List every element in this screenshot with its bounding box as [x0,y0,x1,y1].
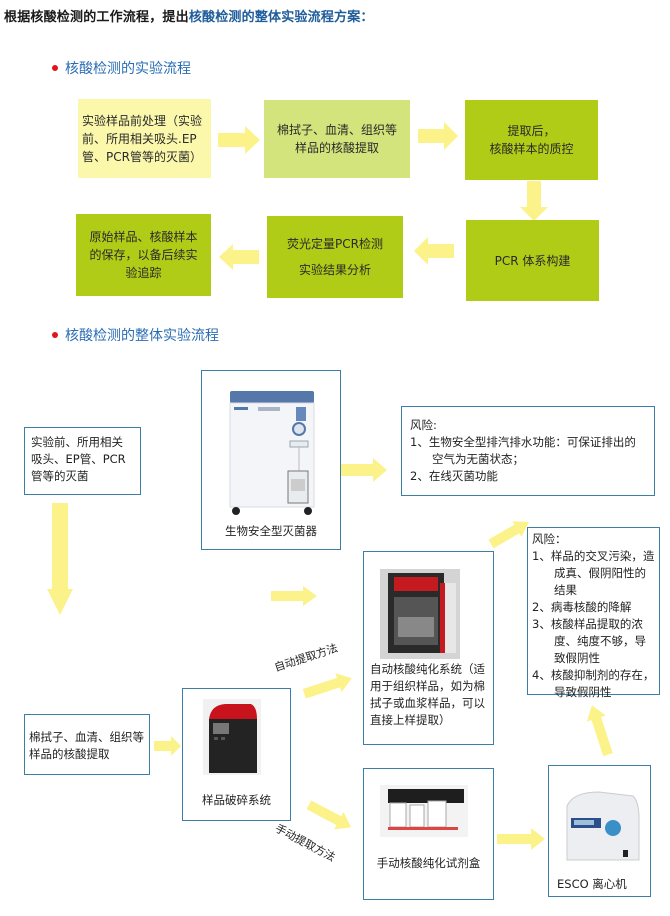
step-qpcr-line2: 实验结果分析 [298,263,371,277]
extraction-box-text: 棉拭子、血清、组织等样品的核酸提取 [29,730,144,761]
step-qc-line2: 核酸样本的质控 [489,142,574,156]
step-qpcr: 荧光定量PCR检测 实验结果分析 [267,216,403,298]
arrow-up-icon [582,702,617,758]
extraction-box: 棉拭子、血清、组织等样品的核酸提取 [24,714,150,775]
arrow-left-icon [219,244,259,270]
manual-kit-image [380,785,468,837]
risk-item: 4、核酸抑制剂的存在，导致假阴性 [532,668,655,699]
sterilizer-card: 生物安全型灭菌器 [201,370,341,550]
arrow-right-icon [304,796,356,836]
arrow-right-icon [154,736,181,756]
step-storage: 原始样品、核酸样本的保存，以备后续实验追踪 [76,214,211,296]
step-storage-text: 原始样品、核酸样本的保存，以备后续实验追踪 [89,230,198,280]
step-qc-line1: 提取后， [507,124,556,138]
heading-prefix: 根据核酸检测的工作流程，提出 [4,10,189,25]
step-pcr-build: PCR 体系构建 [466,220,599,301]
risk-item: 2、在线灭菌功能 [410,469,498,483]
step-pcr-build-text: PCR 体系构建 [494,253,571,268]
bullet-dot-icon [52,65,58,71]
risk-item: 2、病毒核酸的降解 [532,600,632,614]
risk-list: 1、生物安全型排汽排水功能：可保证排出的空气为无菌状态； 2、在线灭菌功能 [410,434,646,485]
risk-title: 风险: [410,418,437,432]
homogenizer-card: 样品破碎系统 [182,688,291,821]
arrow-right-icon [486,514,533,552]
bullet-dot-icon [52,332,58,338]
arrow-right-icon [271,586,317,606]
step-pretreatment: 实验样品前处理（实验前、所用相关吸头.EP管、PCR管等的灭菌） [78,99,211,178]
risk-list: 1、样品的交叉污染，造成真、假阴阳性的结果 2、病毒核酸的降解 3、核酸样品提取… [532,548,655,701]
centrifuge-caption: ESCO 离心机 [557,877,627,891]
risk-item: 1、生物安全型排汽排水功能：可保证排出的空气为无菌状态； [410,435,636,466]
centrifuge-image [563,788,641,866]
section-title-text: 核酸检测的实验流程 [65,61,191,77]
section-title-overall: 核酸检测的整体实验流程 [52,325,219,345]
manual-kit-card: 手动核酸纯化试剂盒 [363,768,494,900]
arrow-right-icon [218,126,260,154]
risk-box-extraction: 风险： 1、样品的交叉污染，造成真、假阴阳性的结果 2、病毒核酸的降解 3、核酸… [527,527,660,699]
step-qpcr-line1: 荧光定量PCR检测 [287,237,383,251]
arrow-right-icon [341,458,387,482]
step-extraction: 棉拭子、血清、组织等样品的核酸提取 [264,100,410,178]
section-title-workflow: 核酸检测的实验流程 [52,58,191,78]
homogenizer-image [203,699,261,775]
risk-box-sterilizer: 风险: 1、生物安全型排汽排水功能：可保证排出的空气为无菌状态； 2、在线灭菌功… [401,406,655,496]
arrow-left-icon [414,237,454,265]
arrow-right-icon [301,669,355,703]
homogenizer-caption: 样品破碎系统 [202,793,271,807]
auto-system-caption: 自动核酸纯化系统（适用于组织样品，如为棉拭子或血浆样品，可以直接上样提取） [370,662,485,727]
auto-method-label: 自动提取方法 [272,641,340,675]
manual-kit-caption: 手动核酸纯化试剂盒 [376,856,481,870]
arrow-down-icon [47,503,73,615]
page-heading: 根据核酸检测的工作流程，提出核酸检测的整体实验流程方案： [4,6,374,25]
arrow-down-icon [520,181,548,221]
risk-item: 3、核酸样品提取的浓度、纯度不够，导致假阴性 [532,617,646,665]
heading-highlight: 核酸检测的整体实验流程方案： [188,10,374,25]
sterilizer-caption: 生物安全型灭菌器 [225,524,317,538]
section-title-text: 核酸检测的整体实验流程 [65,328,219,344]
sterilizer-image [226,389,318,517]
auto-system-image [380,569,460,659]
auto-system-card: 自动核酸纯化系统（适用于组织样品，如为棉拭子或血浆样品，可以直接上样提取） [363,551,494,745]
centrifuge-card: ESCO 离心机 [548,765,651,897]
step-extraction-text: 棉拭子、血清、组织等样品的核酸提取 [276,123,397,155]
arrow-right-icon [418,122,458,150]
arrow-right-icon [497,828,545,850]
sterilize-box: 实验前、所用相关吸头、EP管、PCR管等的灭菌 [24,427,141,495]
step-qc: 提取后， 核酸样本的质控 [465,100,598,180]
risk-item: 1、样品的交叉污染，造成真、假阴阳性的结果 [532,549,655,597]
step-pretreatment-text: 实验样品前处理（实验前、所用相关吸头.EP管、PCR管等的灭菌） [82,113,203,164]
sterilize-box-text: 实验前、所用相关吸头、EP管、PCR管等的灭菌 [31,435,126,483]
risk-title: 风险： [532,532,567,546]
